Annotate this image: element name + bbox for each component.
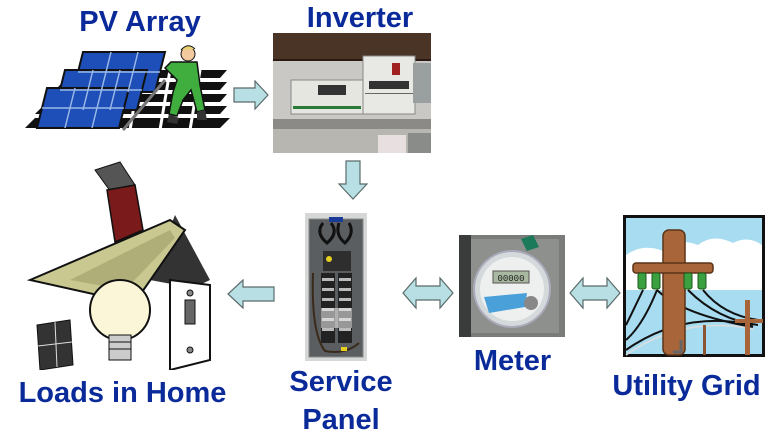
- arrow-meter-utility-grid-bidirectional: [569, 276, 621, 310]
- pv-array-label: PV Array: [79, 6, 201, 38]
- arrow-inverter-to-service-panel: [338, 160, 368, 200]
- service-panel-label-line1: Service: [289, 366, 393, 398]
- service-panel-label-line2: Panel: [302, 404, 380, 436]
- arrow-service-panel-to-loads: [227, 279, 275, 309]
- loads-in-home-illustration: [25, 160, 225, 370]
- pv-array-illustration: [5, 40, 230, 135]
- meter-label: Meter: [473, 345, 552, 377]
- loads-in-home-label: Loads in Home: [18, 377, 227, 409]
- inverter-label: Inverter: [306, 2, 414, 34]
- house-bulb-switch-icon: [26, 161, 211, 370]
- inverter-photo: [273, 33, 431, 153]
- arrow-pv-to-inverter: [233, 80, 269, 110]
- meter-photo: 00000: [459, 235, 565, 337]
- power-pole-icon: [623, 215, 765, 357]
- utility-grid-label: Utility Grid: [612, 370, 761, 402]
- service-panel-photo: [305, 213, 367, 361]
- meter-display-reading: 00000: [497, 274, 524, 284]
- utility-grid-illustration: [623, 215, 765, 357]
- solar-panel-worker-icon: [25, 45, 230, 131]
- arrow-service-panel-meter-bidirectional: [402, 276, 454, 310]
